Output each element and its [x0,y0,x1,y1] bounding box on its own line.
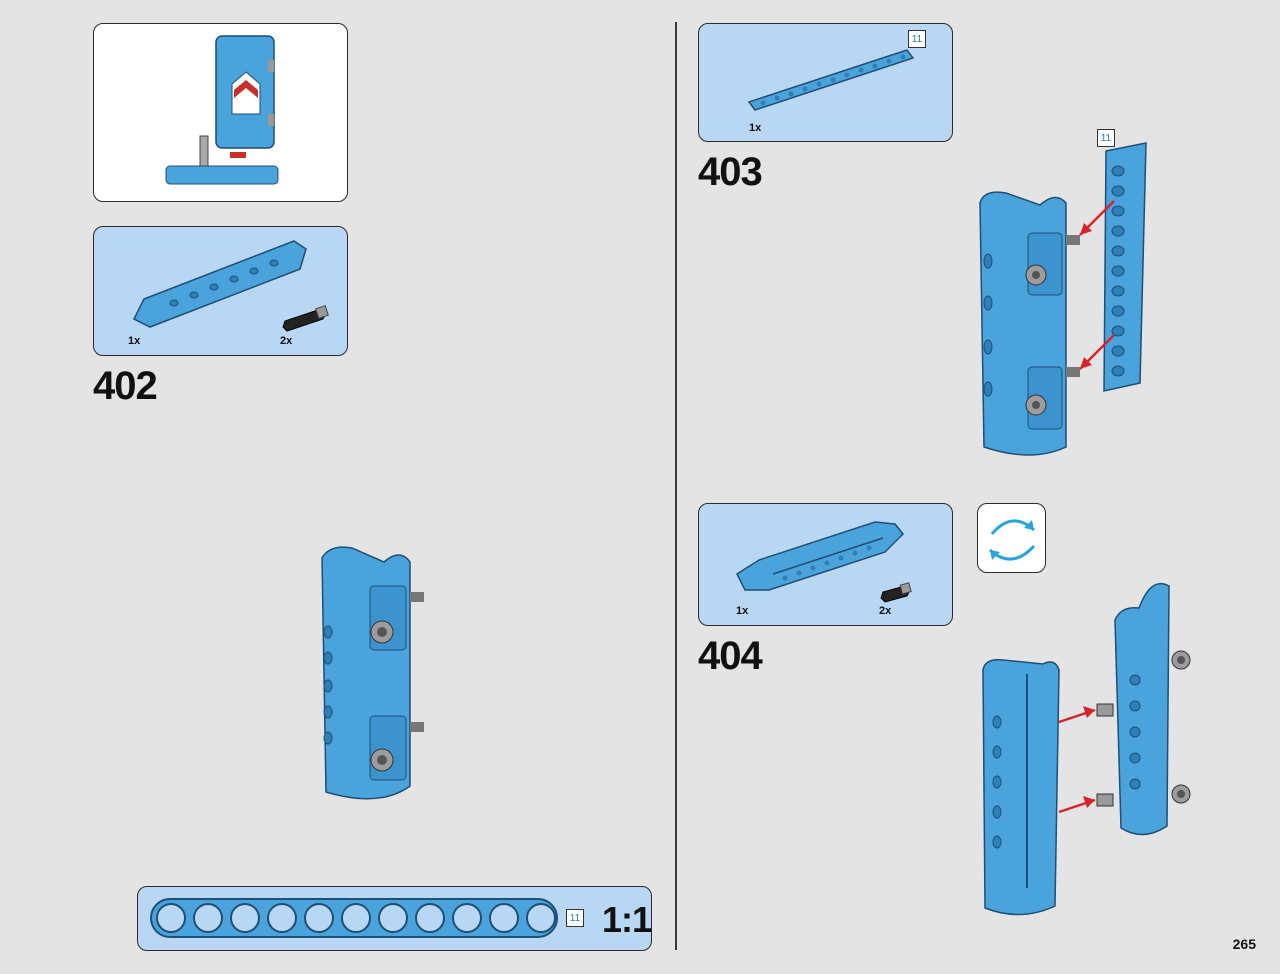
beam-scale-illustration [150,898,558,938]
page-number: 265 [1232,936,1256,952]
part-length-box: 11 [566,909,584,927]
scale-ruler-panel: 11 1:1 [137,886,652,951]
part-length-box: 11 [908,30,926,48]
rotate-model-icon [988,519,1036,561]
step-402-parts-list: 1x 2x [93,226,348,356]
part-qty: 1x [749,122,762,134]
callout-length-box: 11 [1097,129,1115,147]
page-divider [675,22,677,950]
part-qty: 1x [128,335,141,347]
step-403-model [979,142,1147,456]
pin-part-illustration [282,305,329,332]
beam-part-illustration [736,521,905,591]
part-qty: 2x [280,335,293,347]
step-number: 402 [93,364,158,408]
beam-part-illustration [132,240,307,328]
previous-assembly-illustration [165,35,279,185]
beam-part-illustration [747,49,915,111]
step-404-parts-list: 1x 2x [698,503,953,626]
part-qty: 1x [736,605,749,617]
pin-part-illustration [880,582,912,603]
step-number: 403 [698,150,763,194]
rotate-model-callout [977,503,1046,573]
scale-label: 1:1 [602,899,652,940]
step-404-model [982,582,1191,916]
part-qty: 2x [879,605,892,617]
step-402-model [321,546,424,800]
previous-assembly-callout [93,23,348,202]
step-number: 404 [698,634,763,678]
step-403-parts-list: 11 1x [698,23,953,142]
